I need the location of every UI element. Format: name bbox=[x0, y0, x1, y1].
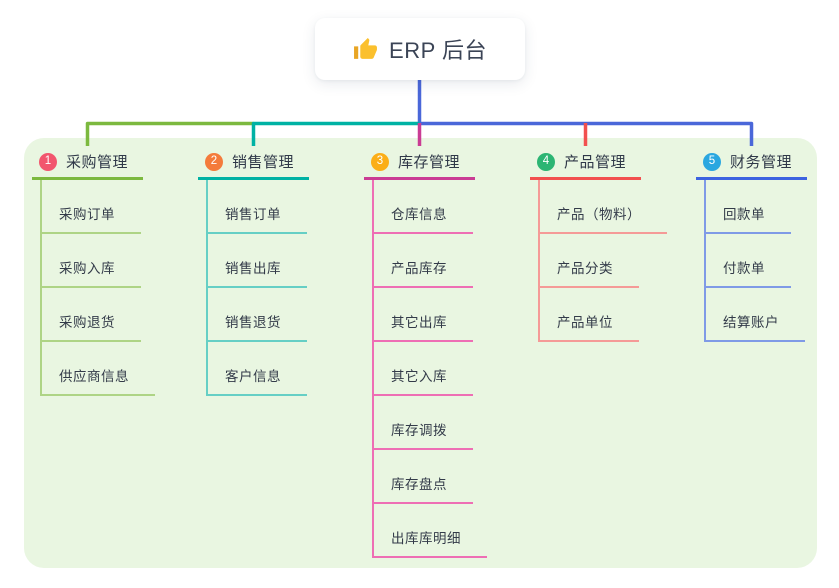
branch-number-badge: 3 bbox=[371, 152, 389, 171]
child-node[interactable]: 出库库明细 bbox=[374, 504, 487, 558]
child-node[interactable]: 其它入库 bbox=[374, 342, 473, 396]
child-node[interactable]: 其它出库 bbox=[374, 288, 473, 342]
branch-children: 销售订单 销售出库 销售退货 客户信息 bbox=[206, 180, 368, 396]
child-node[interactable]: 库存盘点 bbox=[374, 450, 473, 504]
branch-children: 采购订单 采购入库 采购退货 供应商信息 bbox=[40, 180, 202, 396]
branch-title[interactable]: 5 财务管理 bbox=[696, 146, 807, 180]
branch-label: 财务管理 bbox=[730, 154, 793, 171]
branch-inventory: 3 库存管理 仓库信息 产品库存 其它出库 其它入库 库存调拨 库存盘点 出库库… bbox=[364, 146, 534, 558]
branch-title[interactable]: 1 采购管理 bbox=[32, 146, 143, 180]
child-node[interactable]: 产品分类 bbox=[540, 234, 639, 288]
branch-number-badge: 2 bbox=[205, 152, 223, 171]
child-node[interactable]: 产品单位 bbox=[540, 288, 639, 342]
branch-title[interactable]: 4 产品管理 bbox=[530, 146, 641, 180]
branch-children: 回款单 付款单 结算账户 bbox=[704, 180, 839, 342]
child-node[interactable]: 供应商信息 bbox=[42, 342, 155, 396]
child-node[interactable]: 采购入库 bbox=[42, 234, 141, 288]
branch-label: 销售管理 bbox=[232, 154, 295, 171]
branch-procurement: 1 采购管理 采购订单 采购入库 采购退货 供应商信息 bbox=[32, 146, 202, 396]
branch-product: 4 产品管理 产品（物料） 产品分类 产品单位 bbox=[530, 146, 700, 342]
branch-label: 采购管理 bbox=[66, 154, 129, 171]
child-node[interactable]: 采购订单 bbox=[42, 180, 141, 234]
child-node[interactable]: 产品（物料） bbox=[540, 180, 667, 234]
branch-title[interactable]: 2 销售管理 bbox=[198, 146, 309, 180]
thumbs-up-icon bbox=[353, 37, 378, 62]
child-node[interactable]: 销售订单 bbox=[208, 180, 307, 234]
branch-number-badge: 1 bbox=[39, 152, 57, 171]
child-node[interactable]: 客户信息 bbox=[208, 342, 307, 396]
child-node[interactable]: 销售退货 bbox=[208, 288, 307, 342]
branch-sales: 2 销售管理 销售订单 销售出库 销售退货 客户信息 bbox=[198, 146, 368, 396]
branches-panel bbox=[24, 138, 817, 568]
branch-number-badge: 4 bbox=[537, 152, 555, 171]
branch-finance: 5 财务管理 回款单 付款单 结算账户 bbox=[696, 146, 839, 342]
child-node[interactable]: 回款单 bbox=[706, 180, 791, 234]
branch-number-badge: 5 bbox=[703, 152, 721, 171]
root-node[interactable]: ERP 后台 bbox=[315, 18, 525, 80]
branch-children: 仓库信息 产品库存 其它出库 其它入库 库存调拨 库存盘点 出库库明细 bbox=[372, 180, 534, 558]
child-node[interactable]: 付款单 bbox=[706, 234, 791, 288]
child-node[interactable]: 结算账户 bbox=[706, 288, 805, 342]
child-node[interactable]: 产品库存 bbox=[374, 234, 473, 288]
branch-title[interactable]: 3 库存管理 bbox=[364, 146, 475, 180]
child-node[interactable]: 采购退货 bbox=[42, 288, 141, 342]
child-node[interactable]: 仓库信息 bbox=[374, 180, 473, 234]
root-title: ERP 后台 bbox=[389, 38, 487, 63]
child-node[interactable]: 销售出库 bbox=[208, 234, 307, 288]
branch-label: 库存管理 bbox=[398, 154, 461, 171]
branch-label: 产品管理 bbox=[564, 154, 627, 171]
branch-children: 产品（物料） 产品分类 产品单位 bbox=[538, 180, 700, 342]
child-node[interactable]: 库存调拨 bbox=[374, 396, 473, 450]
